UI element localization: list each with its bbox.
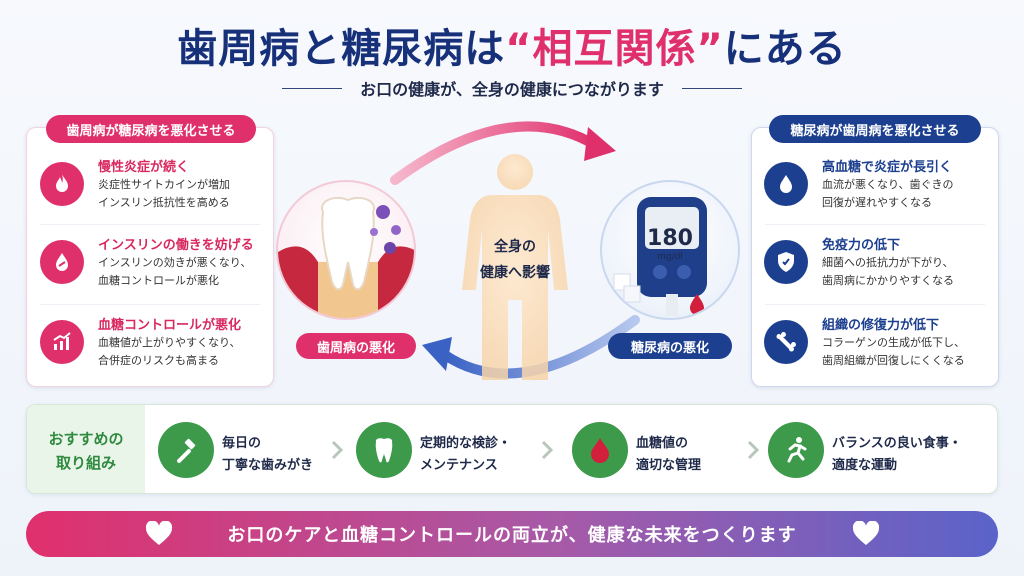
divider xyxy=(765,224,985,225)
right-panel-title: 糖尿病が歯周病を悪化させる xyxy=(769,115,981,143)
flame-icon xyxy=(40,162,84,206)
divider-line xyxy=(681,87,742,89)
item-desc: 血糖コントロールが悪化 xyxy=(98,274,219,287)
rec-text: 丁寧な歯みがき xyxy=(222,458,314,473)
item-desc: インスリン抵抗性を高める xyxy=(98,196,230,209)
item-desc: 炎症性サイトカインが増加 xyxy=(98,178,230,191)
item-heading: 組織の修復力が低下 xyxy=(822,318,940,333)
chevron-right-icon xyxy=(331,440,344,460)
meter-reading: 180 xyxy=(647,226,693,251)
body-silhouette xyxy=(462,154,568,380)
recommendations-label-line1: おすすめの xyxy=(48,430,124,448)
bacteria-icon xyxy=(370,228,378,236)
item-desc: 歯周病にかかりやすくなる xyxy=(822,274,954,287)
item-desc: 血糖値が上がりやすくなり、 xyxy=(98,336,241,349)
item-desc: コラーゲンの生成が低下し、 xyxy=(822,336,965,349)
subtitle: お口の健康が、全身の健康につながります xyxy=(360,80,664,99)
glucose-meter-illustration xyxy=(600,180,740,320)
toothbrush-icon xyxy=(158,422,214,478)
left-panel-title: 歯周病が糖尿病を悪化させる xyxy=(46,115,256,143)
title-part: にある xyxy=(723,26,847,72)
item-heading: 高血糖で炎症が長引く xyxy=(822,160,953,175)
blood-drop-icon xyxy=(572,422,628,478)
subtitle-row: お口の健康が、全身の健康につながります xyxy=(0,76,1024,100)
bacteria-icon xyxy=(376,205,390,219)
title-quote: ” xyxy=(696,26,724,72)
rising-chart-icon xyxy=(40,320,84,364)
rec-text: 適度な運動 xyxy=(832,458,898,473)
pink-arc-arrow xyxy=(390,121,600,185)
heart-icon xyxy=(852,521,880,545)
sugar-cube-icon xyxy=(623,285,641,303)
item-heading: 免疫力の低下 xyxy=(822,238,901,253)
item-desc: 回復が遅れやすくなる xyxy=(822,196,932,209)
divider xyxy=(765,304,985,305)
right-item-3: 組織の修復力が低下 コラーゲンの生成が低下し、 歯周組織が回復しにくくなる xyxy=(754,310,994,380)
left-item-3: 血糖コントロールが悪化 血糖値が上がりやすくなり、 合併症のリスクも高まる xyxy=(30,310,270,380)
bacteria-icon xyxy=(384,242,396,254)
title-quote: “ xyxy=(505,26,533,72)
item-desc: 血流が悪くなり、歯ぐきの xyxy=(822,178,954,191)
divider xyxy=(40,304,260,305)
meter-unit: mg/dl xyxy=(657,252,683,262)
blood-drop-icon xyxy=(40,240,84,284)
rec-text: メンテナンス xyxy=(420,458,498,473)
rec-text: 毎日の xyxy=(222,436,262,451)
blood-drop-icon xyxy=(690,294,704,315)
heart-icon xyxy=(145,521,173,545)
right-item-1: 高血糖で炎症が長引く 血流が悪くなり、歯ぐきの 回復が遅れやすくなる xyxy=(754,152,994,222)
item-desc: インスリンの効きが悪くなり、 xyxy=(98,256,252,269)
body-caption-line1: 全身の xyxy=(494,239,536,255)
rec-text: 定期的な検診・ xyxy=(420,436,512,451)
chevron-right-icon xyxy=(747,440,760,460)
left-item-2: インスリンの働きを妨げる インスリンの効きが悪くなり、 血糖コントロールが悪化 xyxy=(30,230,270,300)
rec-text: バランスの良い食事・ xyxy=(832,436,962,451)
left-item-1: 慢性炎症が続く 炎症性サイトカインが増加 インスリン抵抗性を高める xyxy=(30,152,270,222)
periodontal-worsening-label: 歯周病の悪化 xyxy=(296,333,416,359)
water-drop-icon xyxy=(764,162,808,206)
title-highlight: 相互関係 xyxy=(532,26,697,72)
running-person-icon xyxy=(768,422,824,478)
divider xyxy=(40,224,260,225)
bacteria-icon xyxy=(391,225,401,235)
rec-text: 血糖値の xyxy=(636,436,689,451)
item-heading: 血糖コントロールが悪化 xyxy=(98,318,242,333)
body-caption-line2: 健康へ影響 xyxy=(480,265,550,281)
item-desc: 歯周組織が回復しにくくなる xyxy=(822,354,965,367)
recommendations-label-bg xyxy=(27,405,145,493)
title-part: 歯周病と糖尿病は xyxy=(177,26,506,72)
footer-banner xyxy=(26,511,998,557)
bone-icon xyxy=(764,320,808,364)
blue-arrow-head xyxy=(422,337,452,371)
diseased-tooth-icon xyxy=(278,196,414,318)
right-item-2: 免疫力の低下 細菌への抵抗力が下がり、 歯周病にかかりやすくなる xyxy=(754,230,994,300)
glucose-meter-icon xyxy=(613,197,707,316)
item-desc: 細菌への抵抗力が下がり、 xyxy=(822,256,954,269)
chevron-right-icon xyxy=(541,440,554,460)
tooth-icon xyxy=(356,422,412,478)
divider-line xyxy=(282,87,343,89)
diabetes-worsening-label: 糖尿病の悪化 xyxy=(608,333,732,359)
rec-text: 適切な管理 xyxy=(636,458,702,473)
item-heading: 慢性炎症が続く xyxy=(98,160,190,175)
page-title: 歯周病と糖尿病は“相互関係”にある xyxy=(0,16,1024,74)
recommendations-label-line2: 取り組み xyxy=(55,454,116,472)
footer-message: お口のケアと血糖コントロールの両立が、健康な未来をつくります xyxy=(227,525,797,546)
shield-icon xyxy=(764,240,808,284)
item-desc: 合併症のリスクも高まる xyxy=(98,354,219,367)
item-heading: インスリンの働きを妨げる xyxy=(98,238,254,253)
tooth-illustration xyxy=(276,180,416,320)
pink-arrow-head xyxy=(584,127,616,161)
